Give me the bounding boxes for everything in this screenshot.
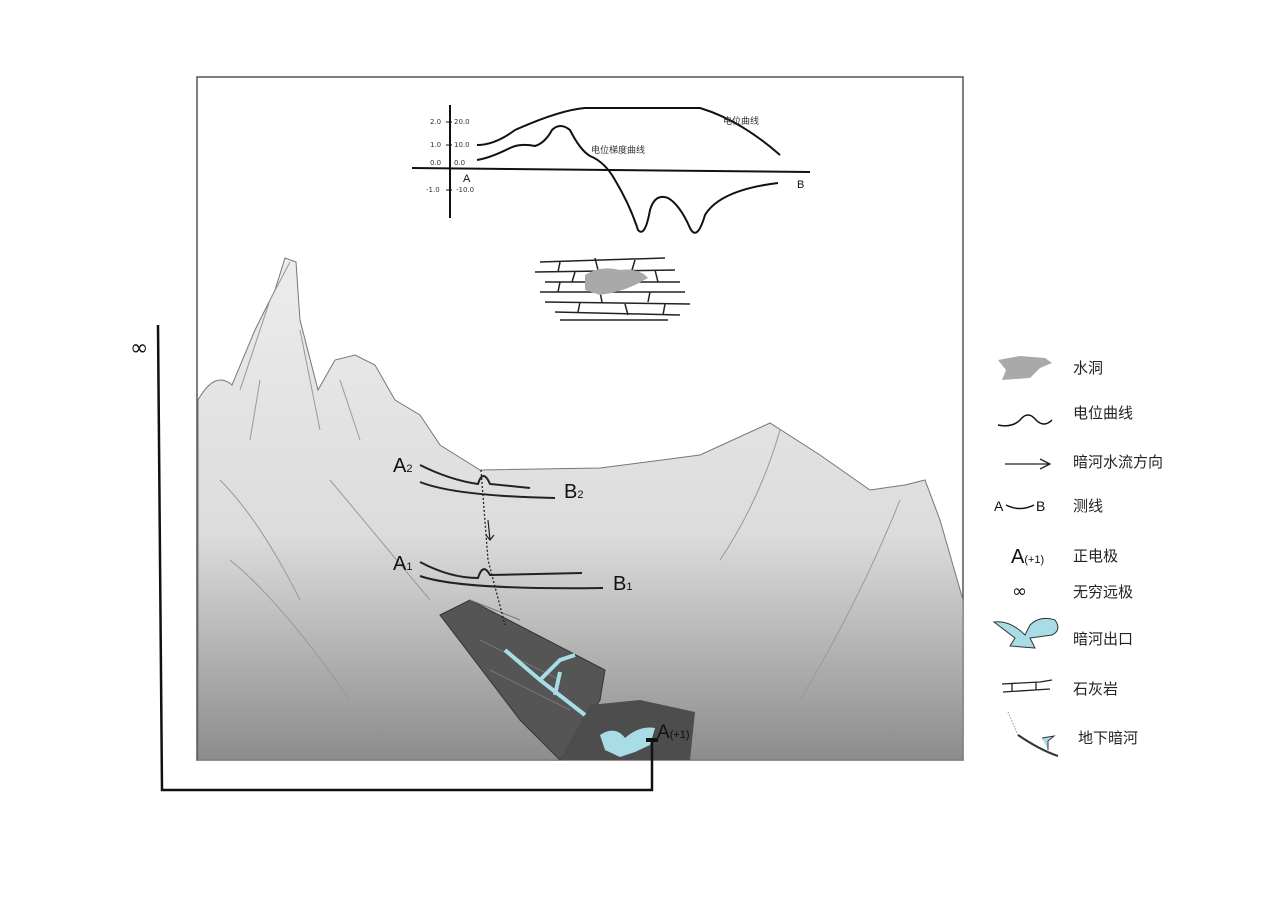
- legend-label: 无穷远极: [1073, 583, 1133, 601]
- infinity-pole-icon: ∞: [1012, 581, 1027, 602]
- point-b: B: [797, 179, 804, 191]
- potential-chart: 2.0 1.0 0.0 -1.0 20.0 10.0 0.0 -10.0 A B…: [411, 105, 811, 234]
- flow-direction-arrow-icon: [1005, 458, 1052, 470]
- legend-label: 电位曲线: [1073, 404, 1133, 422]
- legend-label: 暗河出口: [1073, 630, 1133, 648]
- potential-curve: [476, 107, 781, 156]
- legend-label: 地下暗河: [1078, 729, 1138, 747]
- survey-lines: [419, 464, 604, 626]
- tick-right: 0.0: [454, 159, 465, 167]
- legend: 水洞 电位曲线 暗河水流方向 A B 测线 A(+1) 正电极 ∞ 无穷远极 暗…: [992, 356, 1163, 757]
- tick-left: -1.0: [426, 186, 440, 194]
- legend-label: 石灰岩: [1073, 680, 1118, 698]
- electrode-icon: [646, 738, 658, 742]
- positive-electrode-icon: A(+1): [1011, 546, 1044, 568]
- electrode-wire: [156, 324, 654, 792]
- label-electrode: A(+1): [657, 722, 690, 743]
- underground-river-icon: [1017, 734, 1059, 757]
- label-a1: A1: [393, 553, 412, 575]
- tick-left: 1.0: [430, 141, 441, 149]
- limestone-icon: [1001, 679, 1053, 693]
- survey-line-icon: A: [994, 498, 1004, 514]
- mountain-landscape: [197, 257, 964, 761]
- infinity-pole-label: ∞: [130, 336, 148, 361]
- potential-curve-label: 电位曲线: [723, 115, 759, 127]
- potential-curve-icon: [997, 414, 1053, 427]
- label-b2: B2: [564, 481, 583, 503]
- legend-label: 测线: [1073, 497, 1103, 515]
- point-a: A: [463, 173, 471, 185]
- limestone-cave-icon: [534, 257, 691, 321]
- legend-label: 正电极: [1073, 547, 1118, 565]
- label-a2: A2: [393, 455, 412, 477]
- gradient-curve: [476, 125, 779, 234]
- svg-text:B: B: [1036, 498, 1045, 514]
- tick-left: 0.0: [430, 159, 441, 167]
- tick-right: 20.0: [454, 118, 470, 126]
- legend-label: 水洞: [1073, 359, 1103, 377]
- x-axis: [411, 167, 811, 173]
- label-b1: B1: [613, 573, 632, 595]
- water-cave-icon: [998, 356, 1052, 380]
- tick-left: 2.0: [430, 118, 441, 126]
- legend-label: 暗河水流方向: [1073, 453, 1163, 471]
- tick-right: -10.0: [456, 186, 474, 194]
- tick-right: 10.0: [454, 141, 470, 149]
- underground-river-outlet-icon: [992, 617, 1059, 649]
- gradient-curve-label: 电位梯度曲线: [591, 144, 645, 156]
